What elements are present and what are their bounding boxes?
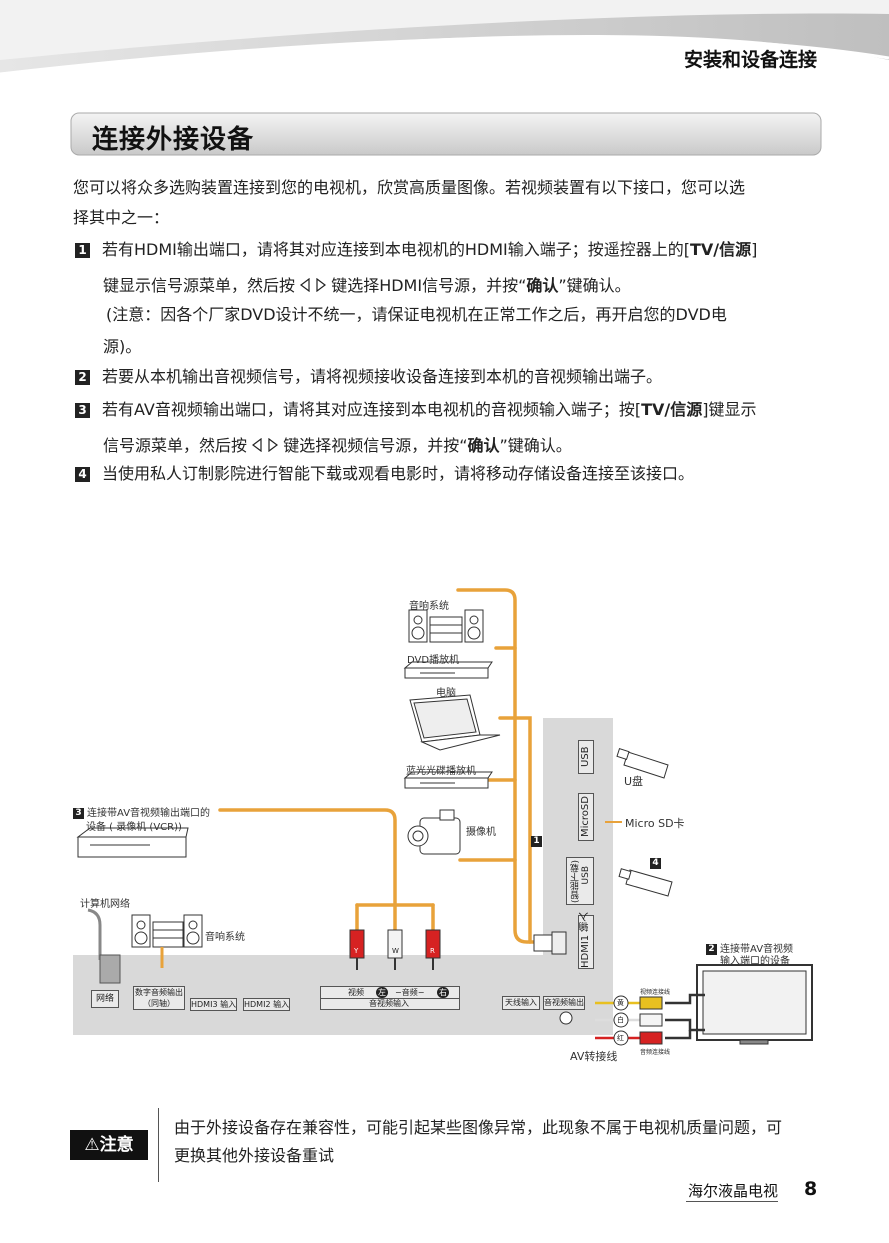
callout-1: 1 — [531, 836, 542, 847]
item-4-number: 4 — [75, 467, 90, 482]
port-hdmi2: HDMI2 输入 — [243, 998, 290, 1011]
footer-rule — [686, 1201, 778, 1202]
port-hdmi1: HDMI1 输入 — [578, 912, 594, 969]
label-speaker-system-top: 音响系统 — [409, 601, 449, 612]
footer-brand: 海尔液晶电视 — [688, 1182, 779, 1200]
intro-line-1: 您可以将众多选购装置连接到您的电视机，欣赏高质量图像。若视频装置有以下接口，您可… — [73, 178, 746, 197]
left-right-arrows-icon — [300, 277, 327, 293]
chapter-title: 安装和设备连接 — [683, 49, 817, 71]
camcorder-icon — [407, 809, 461, 855]
label-computer: 电脑 — [436, 688, 456, 699]
speaker-system-top-icon — [408, 609, 484, 643]
caution-badge: ⚠注意 — [70, 1130, 148, 1160]
item-3-number: 3 — [75, 403, 90, 418]
header-swoosh — [0, 0, 889, 76]
item-3-line-2: 信号源菜单，然后按 键选择视频信号源，并按“确认”键确认。 — [103, 436, 572, 455]
port-hdmi3: HDMI3 输入 — [190, 998, 237, 1011]
ring-red-label: 红 — [617, 1034, 624, 1042]
laptop-icon — [409, 694, 501, 751]
tv-icon — [696, 964, 813, 1045]
port-audio-label: −音频− — [395, 988, 425, 997]
item-1-number: 1 — [75, 243, 90, 258]
video-cable-label: 视频连接线 — [640, 989, 671, 996]
left-right-arrows-icon — [252, 437, 279, 453]
label-vcr-line-2: 设备 ( 录像机 (VCR)) — [86, 822, 182, 833]
item-1-note-line-1: (注意：因各个厂家DVD设计不统一，请保证电视机在正常工作之后，再开启您的DVD… — [106, 305, 727, 324]
port-usb: USB — [578, 740, 594, 774]
port-digital-audio: 数字音频输出 （同轴） — [133, 986, 185, 1010]
port-av-output: 音视频输出 — [543, 996, 585, 1010]
plug-y-label: Y — [354, 947, 359, 955]
ring-yellow-label: 黄 — [617, 999, 624, 1007]
vcr-number: 3 — [73, 808, 84, 819]
port-left-label: 左 — [376, 987, 388, 998]
plug-r-label: R — [430, 947, 435, 955]
section-title: 连接外接设备 — [92, 125, 255, 155]
label-camcorder: 摄像机 — [466, 827, 496, 838]
rca-plug-red-right — [425, 929, 441, 970]
network-plug-icon — [99, 954, 121, 984]
dvd-player-icon — [403, 661, 493, 679]
label-speaker-system-left: 音响系统 — [205, 932, 245, 943]
rca-plug-red-left — [349, 929, 365, 970]
label-u-disk: U盘 — [624, 775, 644, 788]
label-dvd-player: DVD播放机 — [407, 655, 460, 666]
color-rings — [613, 995, 629, 1046]
rca-ends — [639, 996, 663, 1045]
usb-stick-smart-icon — [618, 868, 673, 897]
tv-number: 2 — [706, 944, 717, 955]
port-antenna: 天线输入 — [502, 996, 540, 1010]
label-micro-sd-card: Micro SD卡 — [625, 817, 685, 830]
label-network: 计算机网络 — [80, 899, 130, 910]
av-jack-icon — [559, 1011, 573, 1025]
port-right-label: 右 — [437, 987, 449, 998]
audio-cable-label: 音频连接线 — [640, 1049, 671, 1056]
cables — [218, 588, 542, 944]
ring-white-label: 白 — [617, 1016, 624, 1024]
tv-label-line-2: 输入端口的设备 — [720, 956, 790, 967]
label-bluray-player: 蓝光光碟播放机 — [406, 766, 476, 777]
port-usb-smart: USB (智能下载) — [566, 857, 594, 905]
port-av-input-label: 音视频输入 — [369, 999, 409, 1008]
caution-divider — [158, 1108, 159, 1182]
caution-text: 由于外接设备存在兼容性，可能引起某些图像异常，此现象不属于电视机质量问题，可 更… — [174, 1118, 783, 1165]
speaker-system-left-icon — [131, 914, 203, 948]
vcr-icon — [76, 827, 189, 858]
callout-4: 4 — [650, 858, 661, 869]
item-2-number: 2 — [75, 370, 90, 385]
page-number: 8 — [804, 1178, 818, 1200]
intro-line-2: 择其中之一： — [73, 208, 170, 227]
av-adapter-label: AV转接线 — [570, 1050, 618, 1063]
hdmi-plug-icon — [533, 931, 567, 955]
item-1-note-line-2: 源)。 — [103, 337, 142, 356]
port-video-label: 视频 — [348, 988, 364, 997]
section-title-bar — [70, 112, 822, 156]
port-microsd: MicroSD — [578, 793, 594, 841]
warning-triangle-icon: ⚠ — [84, 1135, 100, 1155]
network-cable — [87, 908, 102, 960]
bluray-player-icon — [403, 771, 493, 789]
port-network: 网络 — [91, 990, 119, 1008]
item-1-line-2: 键显示信号源菜单，然后按 键选择HDMI信号源，并按“确认”键确认。 — [103, 276, 631, 295]
usb-stick-icon — [616, 748, 669, 779]
port-av-input-group: 视频 左 −音频− 右 音视频输入 — [320, 986, 460, 1010]
rca-plug-white — [387, 929, 403, 970]
plug-w-label: W — [392, 947, 399, 955]
